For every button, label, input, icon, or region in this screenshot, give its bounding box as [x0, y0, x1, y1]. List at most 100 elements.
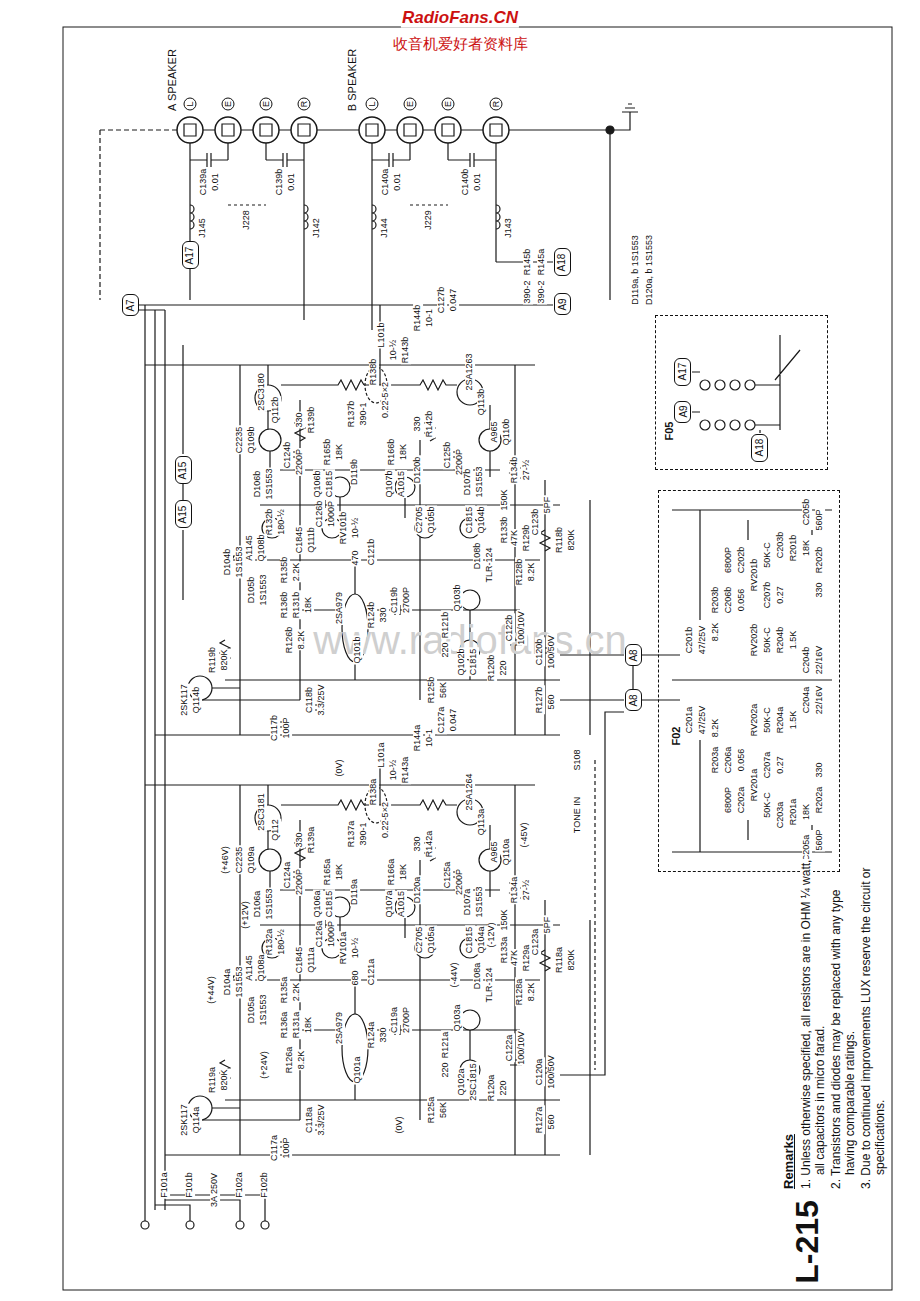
tag-text: A18	[754, 439, 765, 457]
part-label: 50K-C	[763, 626, 773, 654]
part-label: 2SA1264	[465, 772, 475, 811]
part-label: C121a	[367, 958, 377, 987]
connector-tag: A8	[625, 644, 642, 666]
part-label: R136b	[280, 591, 290, 620]
part-label: 100/10V	[517, 610, 527, 646]
terminal-letter: E	[222, 98, 235, 111]
part-label: J229	[424, 209, 434, 231]
part-label: Q106b	[313, 469, 323, 498]
part-label: D108b	[473, 542, 483, 571]
part-label: RV202a	[750, 703, 760, 737]
part-label: 18K	[399, 863, 409, 881]
part-label: 47K	[510, 949, 520, 967]
part-label: 6800P	[724, 786, 734, 814]
remarks-note: 1. Unless otherwise specified, all resis…	[800, 859, 813, 1190]
part-label: C126a	[315, 920, 325, 949]
part-label: R166b	[387, 438, 397, 467]
part-label: C120a	[535, 1058, 545, 1087]
part-label: Q101a	[353, 1055, 363, 1084]
part-label: J145	[198, 217, 208, 239]
part-label: C117a	[270, 1134, 280, 1162]
part-label: R132b	[265, 508, 275, 537]
part-label: R127b	[535, 686, 545, 715]
part-label: 6800P	[724, 546, 734, 574]
ground-line	[100, 130, 177, 300]
part-label: 0.27	[776, 755, 786, 775]
part-label: 0.01	[473, 172, 483, 192]
part-label: R131b	[292, 591, 302, 620]
part-label: 220	[441, 1061, 451, 1078]
switch-line	[594, 760, 595, 1070]
part-label: 390-2	[537, 279, 547, 304]
connector-line	[632, 666, 633, 689]
connector-tag: A9	[554, 293, 571, 315]
part-label: C123a	[531, 928, 541, 957]
part-label: 220	[499, 1079, 509, 1096]
part-label: R120b	[487, 654, 497, 683]
part-label: 8.2K	[711, 718, 721, 739]
part-label: R143b	[401, 336, 411, 365]
part-label: Q110a	[502, 838, 512, 866]
part-label: 330	[379, 1026, 389, 1043]
part-label: 2SA1263	[465, 352, 475, 391]
part-label: Q113a	[477, 808, 487, 836]
part-label: R135b	[280, 556, 290, 585]
part-label: D107b	[463, 468, 473, 497]
part-label: 1.5K	[789, 710, 799, 731]
part-label: 0.27	[776, 585, 786, 605]
part-label: Q103b	[453, 583, 463, 612]
part-label: R119a	[208, 1066, 218, 1094]
part-label: C139b	[275, 168, 285, 197]
part-label: 22/16V	[815, 685, 825, 716]
part-label: D104a	[223, 968, 233, 997]
part-label: C204b	[802, 646, 812, 675]
part-label: C1845	[295, 946, 305, 975]
part-label: 220	[499, 659, 509, 676]
part-label: R201a	[789, 798, 799, 827]
part-label: Q114b	[192, 686, 202, 714]
part-label: 27-½	[522, 459, 532, 482]
part-label: 100P	[282, 716, 292, 739]
part-label: A965	[490, 840, 500, 863]
terminal-letter: E	[404, 98, 417, 111]
part-label: D106a	[253, 890, 263, 919]
part-label: 1000P	[327, 500, 337, 528]
part-label: 1S1553	[235, 965, 245, 998]
part-label: 150K	[500, 488, 510, 511]
part-label: R129a	[522, 944, 532, 973]
part-label: C126b	[315, 500, 325, 529]
part-label: R133b	[500, 516, 510, 545]
part-label: Q108a	[257, 953, 267, 982]
fuse-label: F101b	[185, 1171, 195, 1199]
board-name: F05	[663, 421, 675, 442]
part-label: 18K	[304, 596, 314, 614]
part-label: R139b	[307, 406, 317, 435]
part-label: 2700P	[402, 1006, 412, 1034]
part-label: R145b	[523, 248, 533, 277]
part-label: Q111a	[307, 946, 317, 974]
part-label: D120b	[413, 456, 423, 485]
part-label: 330	[295, 831, 305, 848]
remarks-note: all capacitors in micro farad.	[814, 1025, 827, 1176]
part-label: 680	[351, 969, 361, 986]
part-label: C2235	[235, 846, 245, 875]
part-label: RV201b	[750, 558, 760, 592]
board-outline: F02	[658, 490, 840, 872]
part-label: 5PF	[543, 496, 553, 515]
connector-tag: A18	[751, 434, 768, 462]
part-label: C121b	[367, 538, 377, 567]
part-label: 47/25V	[698, 705, 708, 736]
part-label: R129b	[522, 524, 532, 553]
part-label: D106b	[253, 470, 263, 499]
remarks-note: having comparable ratings.	[844, 1030, 857, 1176]
board-outline: F05A17A9A18	[655, 315, 828, 470]
part-label: Q102b	[457, 647, 467, 676]
part-label: C2235	[235, 426, 245, 455]
part-label: 18K	[802, 539, 812, 557]
voltage-note: (+44V)	[207, 975, 217, 1004]
watermark: RadioFans.CN	[401, 9, 519, 28]
terminal-heading: B SPEAKER	[346, 48, 358, 112]
part-label: 22/16V	[815, 645, 825, 676]
remarks-note: 3. Due to continued improvements LUX res…	[860, 867, 873, 1190]
tag-text: A17	[184, 246, 195, 264]
